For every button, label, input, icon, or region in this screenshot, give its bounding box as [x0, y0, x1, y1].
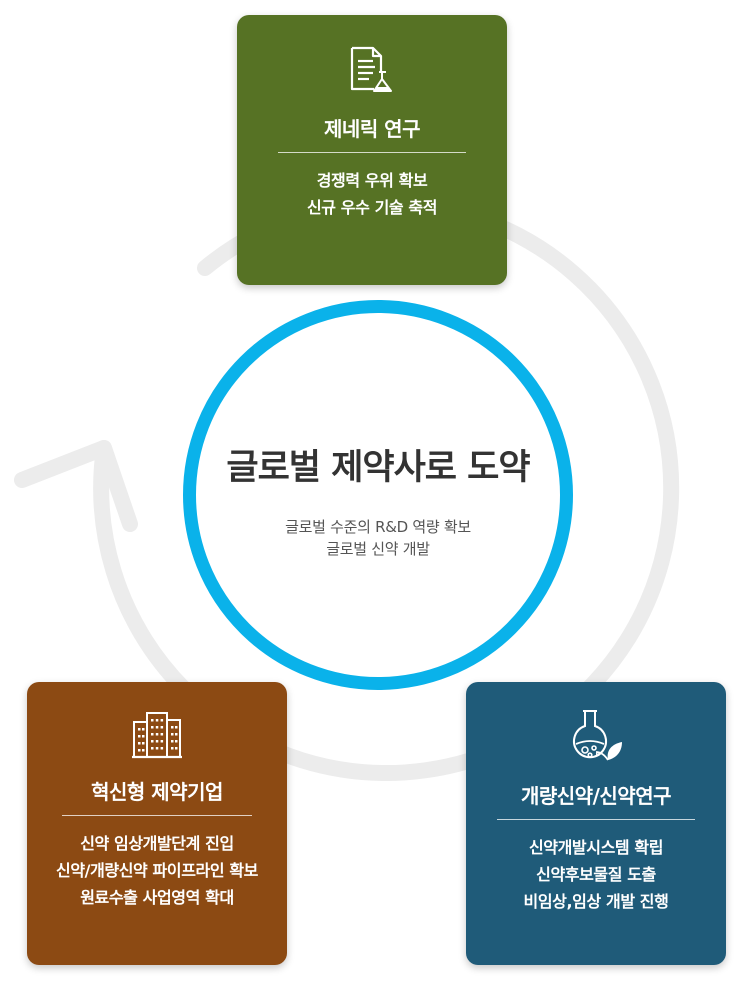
- card-line: 경쟁력 우위 확보: [316, 171, 428, 190]
- center-circle: 글로벌 제약사로 도약 글로벌 수준의 R&D 역량 확보 글로벌 신약 개발: [183, 300, 573, 690]
- card-line: 신약 임상개발단계 진입: [80, 834, 234, 853]
- card-innovative-pharma: 혁신형 제약기업 신약 임상개발단계 진입 신약/개량신약 파이프라인 확보 원…: [27, 682, 287, 965]
- center-title: 글로벌 제약사로 도약: [226, 448, 530, 488]
- card-line: 신규 우수 기술 축적: [306, 198, 438, 217]
- center-line: 글로벌 수준의 R&D 역량 확보: [285, 518, 471, 536]
- card-title: 혁신형 제약기업: [62, 776, 252, 816]
- card-line: 신약개발시스템 확립: [528, 838, 664, 857]
- card-line: 비임상,임상 개발 진행: [523, 892, 669, 911]
- flask-leaf-icon: [573, 710, 622, 761]
- card-title: 제네릭 연구: [278, 113, 466, 153]
- center-subtitle: 글로벌 수준의 R&D 역량 확보 글로벌 신약 개발: [196, 516, 560, 560]
- card-improved-drug-research: 개량신약/신약연구 신약개발시스템 확립 신약후보물질 도출 비임상,임상 개발…: [466, 682, 726, 965]
- card-line: 신약/개량신약 파이프라인 확보: [56, 861, 258, 880]
- building-icon: [132, 712, 182, 759]
- card-line: 원료수출 사업영역 확대: [80, 888, 234, 907]
- card-generic-research: 제네릭 연구 경쟁력 우위 확보 신규 우수 기술 축적: [237, 15, 507, 285]
- card-title: 개량신약/신약연구: [497, 780, 695, 820]
- card-line: 신약후보물질 도출: [536, 865, 656, 884]
- document-flask-icon: [350, 46, 392, 92]
- center-line: 글로벌 신약 개발: [326, 540, 430, 558]
